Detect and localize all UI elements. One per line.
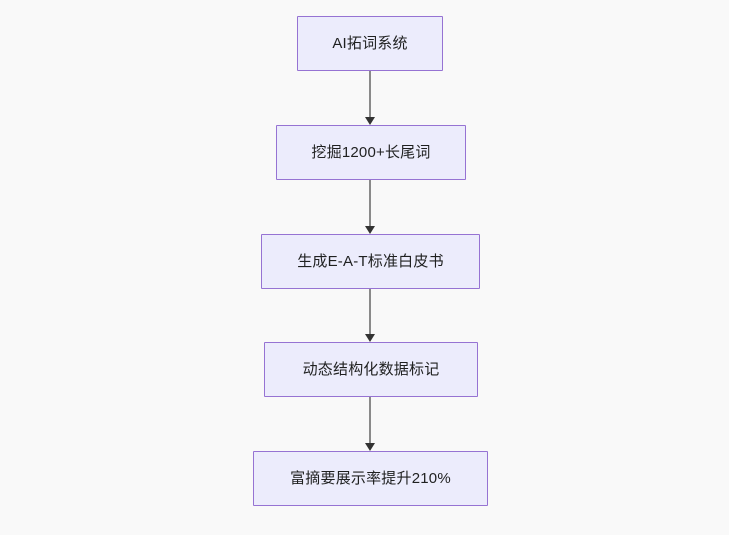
flow-node-generate-eat-whitepaper[interactable]: 生成E-A-T标准白皮书 (261, 234, 480, 289)
flow-node-rich-snippet-impression-uplift[interactable]: 富摘要展示率提升210% (253, 451, 488, 506)
arrow-down-icon (364, 226, 375, 234)
flow-node-mine-longtail-keywords[interactable]: 挖掘1200+长尾词 (276, 125, 466, 180)
flow-node-label: 富摘要展示率提升210% (290, 470, 451, 487)
flow-node-label: 生成E-A-T标准白皮书 (297, 253, 444, 270)
flow-node-label: AI拓词系统 (332, 35, 408, 52)
flow-node-dynamic-structured-data-markup[interactable]: 动态结构化数据标记 (264, 342, 478, 397)
edge-line (369, 71, 371, 118)
edge-line (369, 289, 371, 335)
arrow-down-icon (364, 117, 375, 125)
flow-node-ai-keyword-system[interactable]: AI拓词系统 (297, 16, 443, 71)
arrow-down-icon (364, 443, 375, 451)
edge-line (369, 180, 371, 227)
edge-line (369, 397, 371, 444)
arrow-down-icon (364, 334, 375, 342)
flow-node-label: 动态结构化数据标记 (302, 361, 440, 378)
flow-node-label: 挖掘1200+长尾词 (311, 144, 431, 161)
